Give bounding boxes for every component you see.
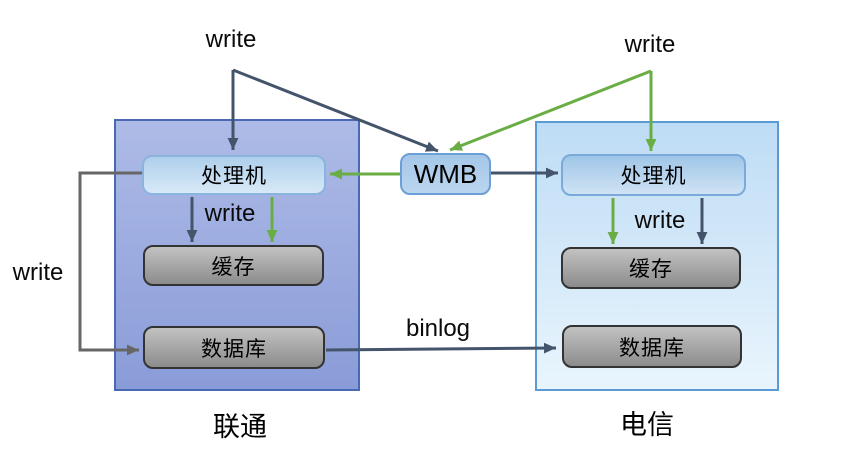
arrow-binlog-database-to-database: [325, 342, 557, 354]
telecom-caption: 电信: [620, 410, 674, 441]
unicom-database-label: 数据库: [201, 337, 267, 361]
write-label-top-left: write: [205, 26, 257, 53]
write-label-outer-left: write: [12, 259, 64, 286]
telecom-processor-node: 处理机: [561, 154, 746, 196]
wmb-label: WMB: [413, 158, 478, 189]
write-label-top-right: write: [624, 31, 676, 58]
unicom-database-node: 数据库: [143, 326, 325, 369]
wmb-node: WMB: [400, 153, 491, 195]
write-label-unicom-inner: write: [204, 200, 256, 227]
unicom-caption: 联通: [213, 412, 267, 443]
telecom-database-node: 数据库: [562, 325, 742, 368]
unicom-cache-label: 缓存: [211, 255, 256, 279]
unicom-processor-label: 处理机: [201, 165, 267, 188]
binlog-label: binlog: [405, 315, 471, 342]
telecom-processor-label: 处理机: [620, 165, 687, 188]
write-label-telecom-inner: write: [634, 207, 686, 234]
unicom-cache-node: 缓存: [143, 245, 324, 286]
telecom-cache-node: 缓存: [561, 247, 741, 289]
telecom-cache-label: 缓存: [629, 258, 673, 281]
unicom-processor-node: 处理机: [142, 155, 326, 195]
telecom-database-label: 数据库: [619, 336, 685, 360]
